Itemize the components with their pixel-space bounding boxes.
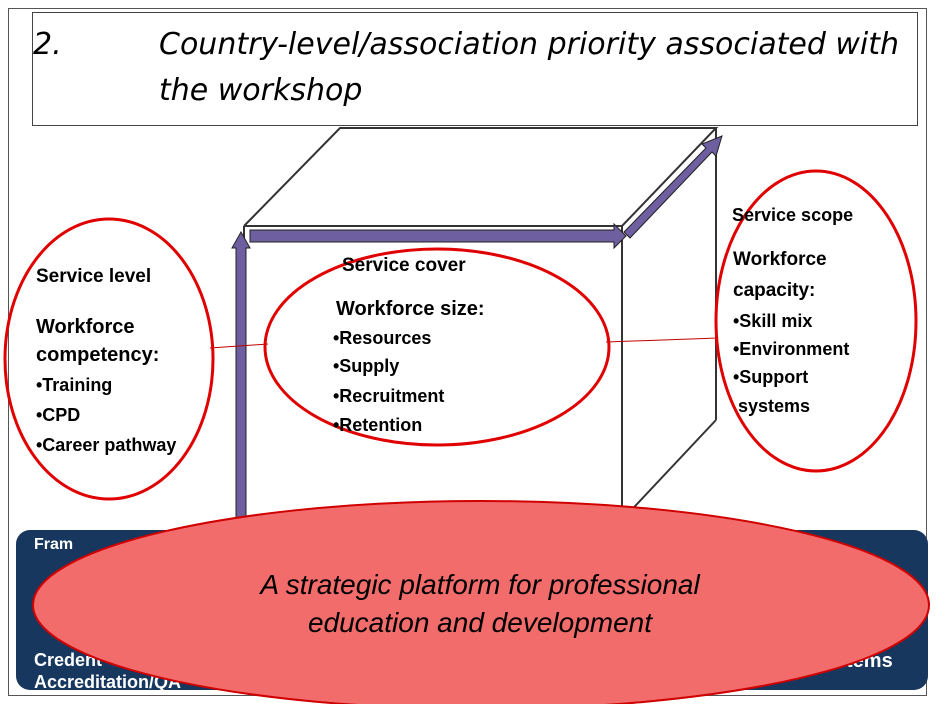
service-cover-sub: Workforce size: (336, 298, 485, 320)
service-cover-item: •Recruitment (333, 386, 445, 406)
service-level-sub1: Workforce (36, 316, 135, 338)
service-scope-item: •Skill mix (733, 311, 813, 331)
service-cover-item: •Retention (333, 415, 423, 435)
service-level-heading: Service level (36, 266, 152, 287)
service-scope-sub1: Workforce (733, 249, 827, 270)
service-level-item: •Training (36, 375, 113, 395)
connector-left (209, 343, 269, 349)
service-cover-item: •Resources (333, 328, 432, 348)
connector-right (605, 337, 719, 343)
service-scope-item: •Environment (733, 339, 850, 359)
vertical-arrow (231, 230, 251, 521)
platform-text: A strategic platform for professional ed… (160, 566, 800, 642)
service-level-ellipse (3, 217, 215, 501)
title-number: 2. (33, 27, 62, 62)
bar-fragment-fram: Fram (34, 536, 74, 553)
platform-line-2: education and development (307, 607, 653, 638)
bar-fragment-accreditation: Accreditation/QA (34, 672, 182, 692)
service-level-sub2: competency: (36, 344, 160, 366)
service-scope-item: •Support (733, 367, 809, 387)
service-cover-heading: Service cover (342, 255, 466, 276)
bar-fragment-credent: Credent (34, 650, 103, 670)
arrows (231, 135, 723, 521)
title-line-2: the workshop (159, 73, 363, 108)
platform-line-1: A strategic platform for professional (260, 569, 700, 600)
title-box: 2. Country-level/association priority as… (32, 12, 918, 126)
horizontal-arrow (249, 222, 627, 250)
service-scope-sub2: capacity: (733, 280, 816, 301)
service-scope-item: systems (738, 396, 811, 416)
service-cover-ellipse (263, 247, 611, 447)
service-scope-ellipse (714, 169, 918, 473)
title-line-1: Country-level/association priority assoc… (159, 27, 900, 62)
cube-bottom-right-edge (621, 419, 717, 521)
service-level-item: •Career pathway (36, 435, 177, 455)
platform-ellipse (32, 500, 930, 704)
diagonal-arrow (623, 135, 723, 239)
service-scope-heading: Service scope (732, 205, 854, 225)
service-level-item: •CPD (36, 405, 81, 425)
service-cover-item: •Supply (333, 356, 400, 376)
